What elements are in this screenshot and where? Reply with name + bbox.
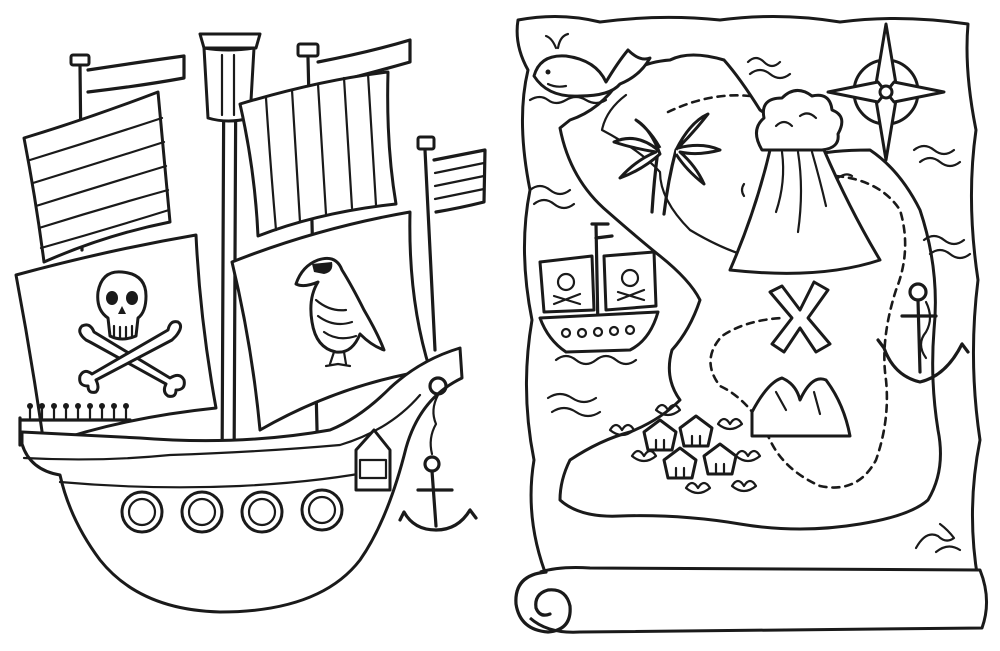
x-marks-the-spot-icon: [768, 280, 832, 354]
porthole: [240, 490, 284, 534]
whale-icon: [528, 32, 652, 105]
parrot-icon: [294, 256, 386, 368]
portholes: [120, 488, 344, 534]
anchor-icon: [398, 376, 478, 532]
treasure-path: [666, 94, 907, 489]
village-icon: [608, 403, 762, 495]
hut: [662, 446, 698, 480]
hut: [702, 442, 738, 476]
sail-jolly-roger: [14, 233, 218, 447]
palm-trees: [612, 112, 722, 216]
sail-striped-middle: [238, 70, 398, 238]
treasure-map: [514, 14, 988, 634]
crossbones-icon: [78, 320, 186, 398]
map-ship-icon: [538, 222, 660, 366]
skull-icon: [96, 270, 148, 341]
sea-waves: [528, 56, 972, 554]
hut: [642, 418, 678, 452]
ship-hull: [20, 346, 464, 614]
volcano-icon: [728, 89, 882, 275]
porthole: [180, 490, 224, 534]
hut: [678, 414, 714, 448]
sail-parrot: [230, 210, 432, 432]
map-anchor-icon: [876, 282, 970, 384]
cabin-window: [354, 428, 392, 492]
compass-rose-icon: [826, 22, 946, 162]
mountains-icon: [750, 376, 852, 438]
ship-railing: [18, 403, 132, 447]
sail-striped-left: [22, 90, 172, 264]
pirate-ship: [14, 32, 487, 614]
porthole: [120, 490, 164, 534]
porthole: [300, 488, 344, 532]
